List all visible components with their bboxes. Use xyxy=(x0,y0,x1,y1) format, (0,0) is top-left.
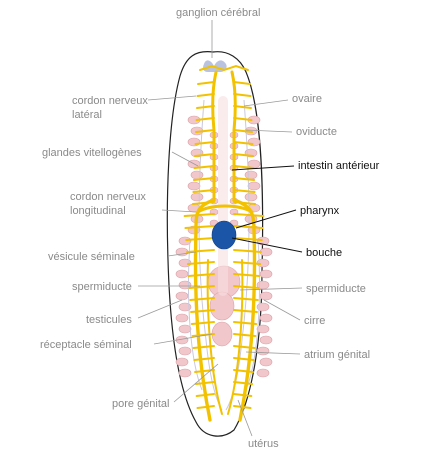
label-genital-pore: pore génital xyxy=(112,398,170,410)
transverse-commissure xyxy=(193,153,255,157)
leader-mouth xyxy=(231,237,303,253)
transverse-commissure xyxy=(186,261,262,265)
gland-lobe-right xyxy=(259,357,273,367)
leader-long-cord xyxy=(161,209,197,213)
leader-spermiduct-right xyxy=(239,287,303,291)
label-lateral-cord-2: latéral xyxy=(72,109,102,121)
anterior-intestine-organ xyxy=(218,96,228,296)
gland-lobe-right xyxy=(256,324,270,334)
transverse-commissure xyxy=(192,345,256,349)
gland-lobe-right xyxy=(259,335,273,345)
label-ganglion: ganglion cérébral xyxy=(176,7,260,19)
transverse-commissure xyxy=(183,213,265,217)
label-mouth: bouche xyxy=(306,247,342,259)
transverse-commissure xyxy=(197,81,251,85)
gland-lobe-left xyxy=(178,368,192,378)
transverse-commissure xyxy=(193,357,255,361)
leader-lateral-cord xyxy=(147,95,197,101)
leader-pharynx xyxy=(235,209,297,229)
gland-lobe-left xyxy=(187,181,201,191)
transverse-commissure xyxy=(192,189,256,193)
transverse-commissure xyxy=(187,273,261,277)
ganglion-branches xyxy=(199,64,249,72)
gland-lobe-right xyxy=(244,192,258,202)
gland-lobe-right xyxy=(259,269,273,279)
transverse-commissure xyxy=(191,201,257,205)
gland-lobe-left xyxy=(178,302,192,312)
transverse-commissure xyxy=(186,249,262,253)
label-spermiduct-left: spermiducte xyxy=(72,281,132,293)
leader-oviduct xyxy=(245,129,293,133)
transverse-commissure xyxy=(184,225,264,229)
label-long-cord-1: cordon nerveux xyxy=(70,191,146,203)
gland-lobe-right xyxy=(256,346,270,356)
gland-lobe-right xyxy=(244,170,258,180)
genital-atrium-organ xyxy=(209,291,235,321)
transverse-commissure xyxy=(190,309,258,313)
transverse-commissure xyxy=(193,165,255,169)
label-anterior-intestine: intestin antérieur xyxy=(298,160,380,172)
transverse-commissure xyxy=(194,141,254,145)
transverse-commissure xyxy=(185,237,263,241)
label-seminal-receptacle: réceptacle séminal xyxy=(40,339,132,351)
transverse-commissure xyxy=(196,405,252,409)
spermiduct-left-line xyxy=(188,239,203,391)
gland-lobe-left xyxy=(175,269,189,279)
transverse-commissure xyxy=(195,393,253,397)
gland-lobe-left xyxy=(190,170,204,180)
label-ovary: ovaire xyxy=(292,93,322,105)
label-spermiduct-right: spermiducte xyxy=(306,283,366,295)
gland-lobe-right xyxy=(256,302,270,312)
gland-lobe-right xyxy=(247,181,261,191)
transverse-commissure xyxy=(192,177,256,181)
gland-lobe-right xyxy=(259,291,273,301)
transverse-commissure xyxy=(189,297,259,301)
gland-lobe-right xyxy=(259,313,273,323)
label-vitelline: glandes vitellogènes xyxy=(42,147,142,159)
label-seminal-vesicle: vésicule séminale xyxy=(48,251,135,263)
label-testes: testicules xyxy=(86,314,132,326)
transverse-commissure xyxy=(194,129,254,133)
leader-seminal-vesicle xyxy=(167,251,197,257)
gland-lobe-left xyxy=(187,137,201,147)
gland-lobe-left xyxy=(178,324,192,334)
label-long-cord-2: longitudinal xyxy=(70,205,126,217)
gland-lobe-left xyxy=(175,291,189,301)
nerve-system xyxy=(183,64,265,422)
gland-lobe-left xyxy=(175,313,189,323)
gland-lobe-left xyxy=(178,236,192,246)
leader-anterior-intestine xyxy=(231,165,295,171)
leader-testes xyxy=(137,299,183,319)
pharynx-commissure xyxy=(196,204,254,214)
transverse-commissure xyxy=(190,321,258,325)
transverse-commissure xyxy=(195,105,253,109)
leader-genital-pore xyxy=(173,363,219,403)
label-uterus: utérus xyxy=(248,438,279,450)
leader-ovary xyxy=(243,99,289,107)
gland-lobe-right xyxy=(247,137,261,147)
transverse-commissure xyxy=(196,93,252,97)
leader-seminal-receptacle xyxy=(153,333,213,345)
label-genital-atrium: atrium génital xyxy=(304,349,370,361)
leader-cirrus xyxy=(263,299,301,321)
oviduct-left xyxy=(198,99,223,411)
leader-genital-atrium xyxy=(245,351,301,355)
label-lateral-cord-1: cordon nerveux xyxy=(72,95,148,107)
label-oviduct: oviducte xyxy=(296,126,337,138)
transverse-commissure xyxy=(195,117,253,121)
label-pharynx: pharynx xyxy=(300,205,340,217)
transverse-commissure xyxy=(194,381,254,385)
leader-vitelline xyxy=(171,151,199,167)
gland-lobe-right xyxy=(256,368,270,378)
transverse-commissure xyxy=(188,285,260,289)
leader-uterus xyxy=(237,399,253,437)
pharynx-organ xyxy=(211,220,237,250)
label-cirrus: cirre xyxy=(304,315,325,327)
gland-lobe-left xyxy=(190,192,204,202)
spermiduct-right-line xyxy=(245,239,260,391)
gland-lobe-left xyxy=(175,357,189,367)
gland-lobe-left xyxy=(178,346,192,356)
